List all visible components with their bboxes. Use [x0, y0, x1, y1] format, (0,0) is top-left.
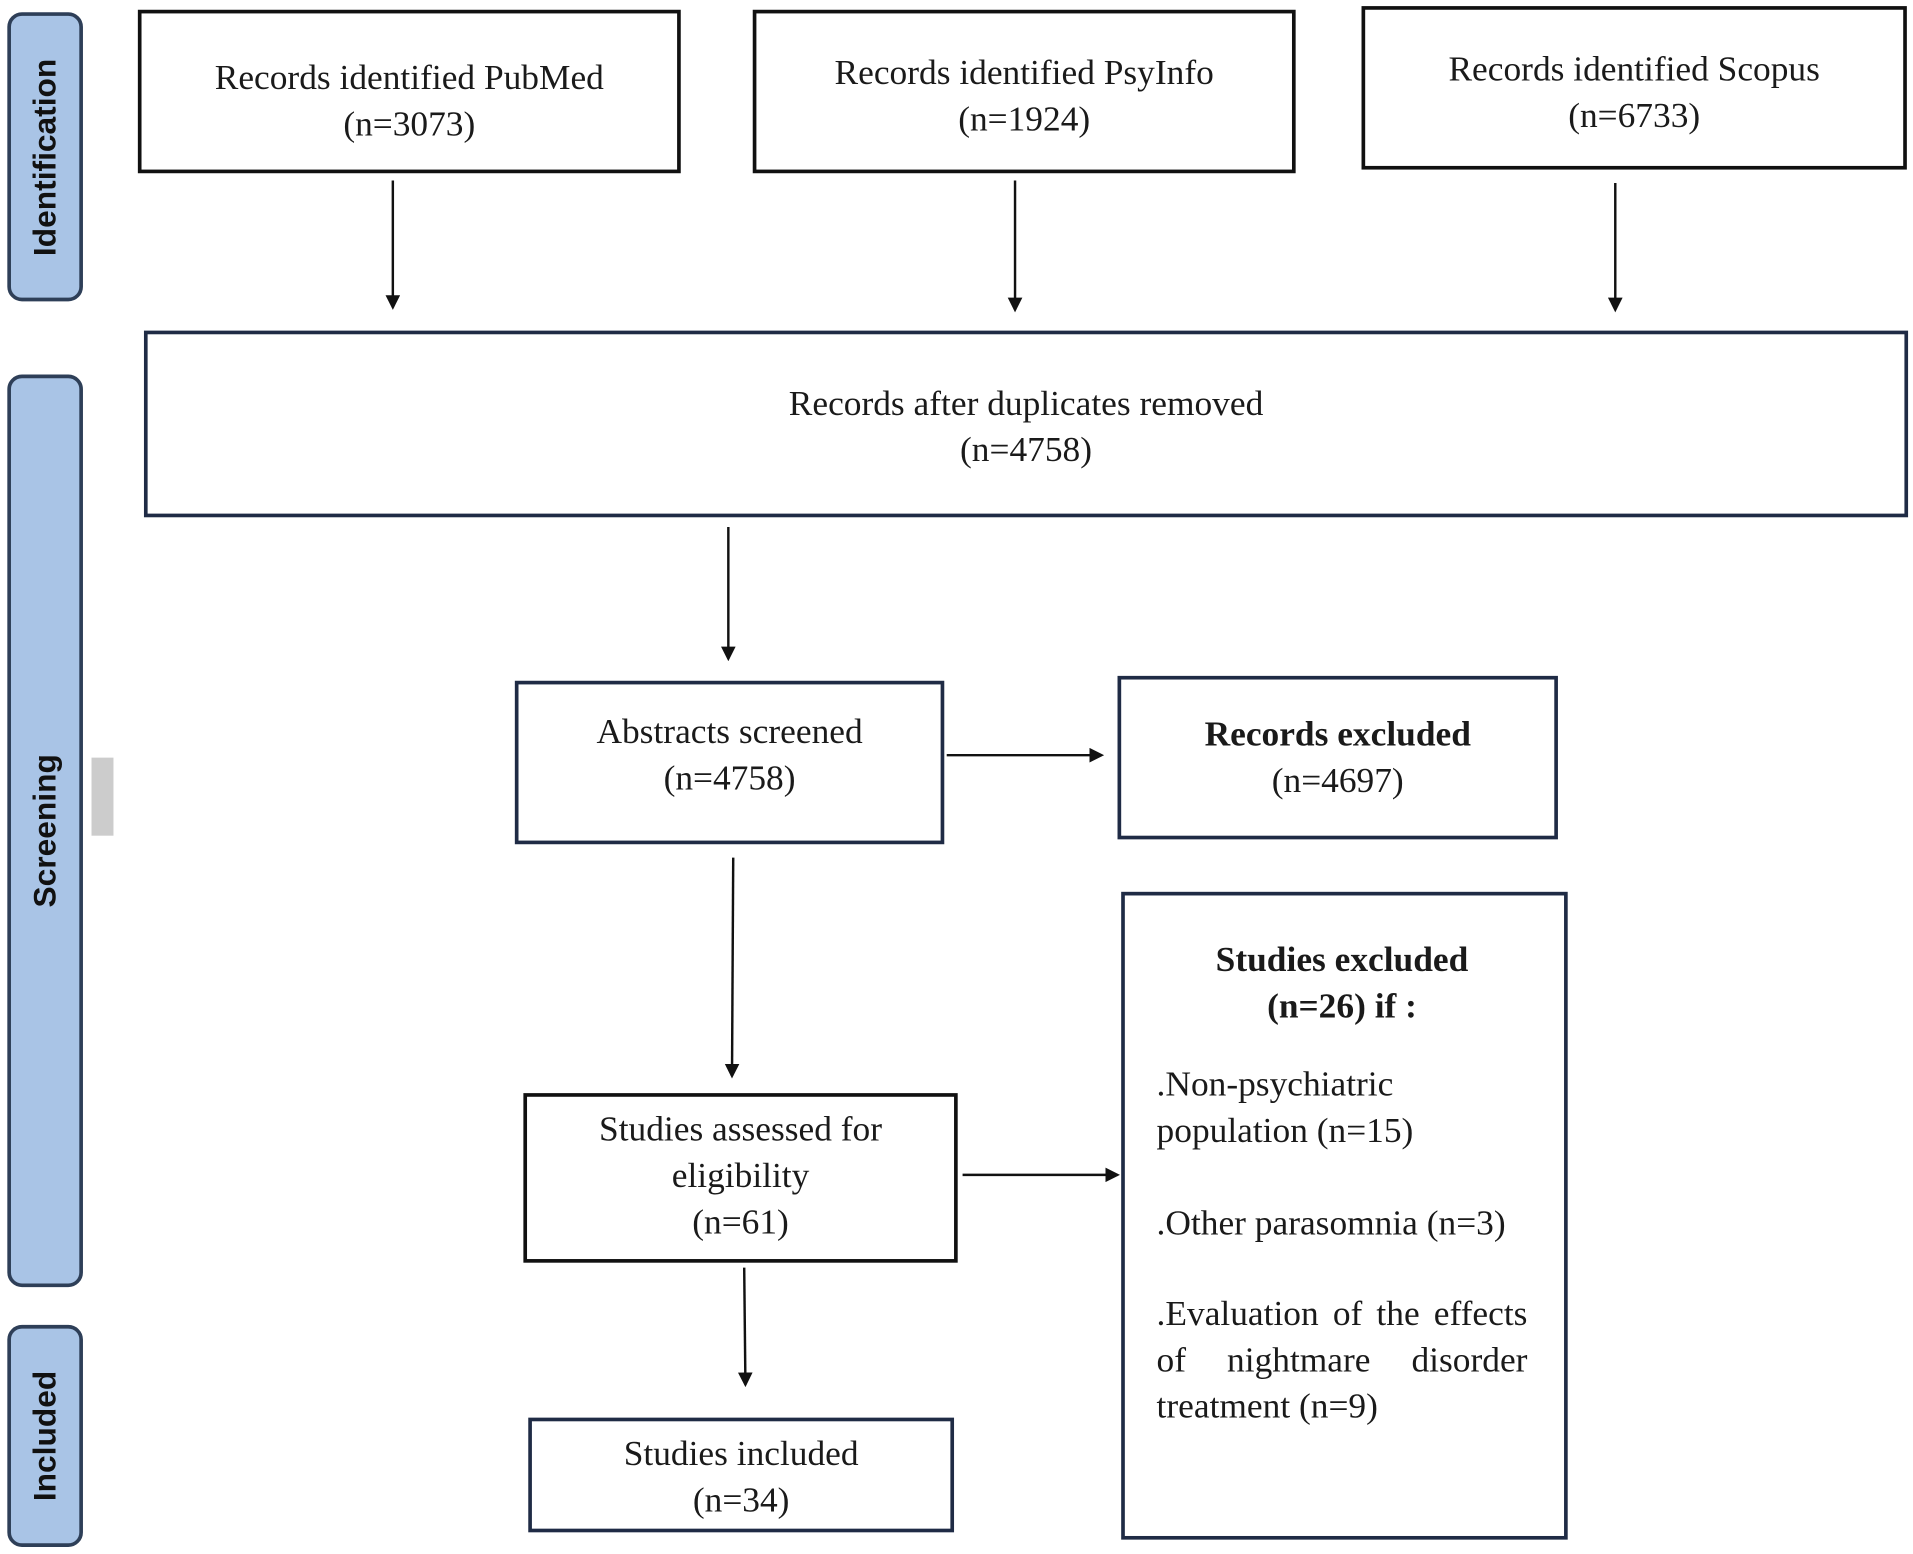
studies-excluded-box: Studies excluded (n=26) if : .Non-psychi… [1121, 891, 1568, 1540]
phase-identification: Identification [7, 12, 83, 302]
duplicates-label: Records after duplicates removed [788, 384, 1264, 424]
exclusion-reason: .Other parasomnia (n=3) [1156, 1204, 1506, 1244]
exclusion-reason: .Non-psychiatric population (n=15) [1156, 1065, 1414, 1151]
abstracts-label: Abstracts screened [596, 712, 863, 752]
pubmed-count: (n=3073) [343, 104, 476, 144]
abstracts-screened-box: Abstracts screened (n=4758) [514, 680, 945, 845]
records-excluded-box: Records excluded (n=4697) [1117, 675, 1558, 840]
pubmed-label: Records identified PubMed [214, 58, 604, 98]
exclusion-reason: .Evaluation of the effects of nightmare … [1156, 1294, 1528, 1427]
scopus-count: (n=6733) [1568, 96, 1701, 136]
pubmed-box: Records identified PubMed (n=3073) [137, 9, 681, 174]
scopus-box: Records identified Scopus (n=6733) [1361, 6, 1907, 170]
phase-included: Included [7, 1324, 83, 1547]
psyinfo-box: Records identified PsyInfo (n=1924) [752, 9, 1296, 174]
duplicates-removed-box: Records after duplicates removed (n=4758… [143, 330, 1909, 518]
studies-excluded-subtitle: (n=26) if : [1267, 986, 1417, 1027]
side-marker [91, 757, 114, 836]
studies-included-label: Studies included [623, 1434, 859, 1474]
phase-screening: Screening [7, 374, 83, 1288]
eligibility-label-line1: Studies assessed for [599, 1110, 883, 1150]
psyinfo-label: Records identified PsyInfo [834, 53, 1214, 93]
arrow-abstracts-to-eligibility [724, 857, 740, 1079]
arrow-eligibility-to-included [737, 1267, 753, 1388]
records-excluded-label: Records excluded [1204, 714, 1471, 754]
records-excluded-count: (n=4697) [1271, 761, 1404, 801]
scopus-label: Records identified Scopus [1448, 50, 1820, 90]
eligibility-box: Studies assessed for eligibility (n=61) [523, 1093, 958, 1263]
eligibility-count: (n=61) [692, 1202, 789, 1242]
eligibility-label-line2: eligibility [671, 1156, 810, 1196]
psyinfo-count: (n=1924) [958, 100, 1091, 140]
studies-included-count: (n=34) [692, 1481, 790, 1521]
duplicates-count: (n=4758) [960, 430, 1092, 470]
studies-excluded-title: Studies excluded [1215, 940, 1469, 980]
studies-included-box: Studies included (n=34) [528, 1417, 955, 1533]
abstracts-count: (n=4758) [663, 758, 796, 798]
